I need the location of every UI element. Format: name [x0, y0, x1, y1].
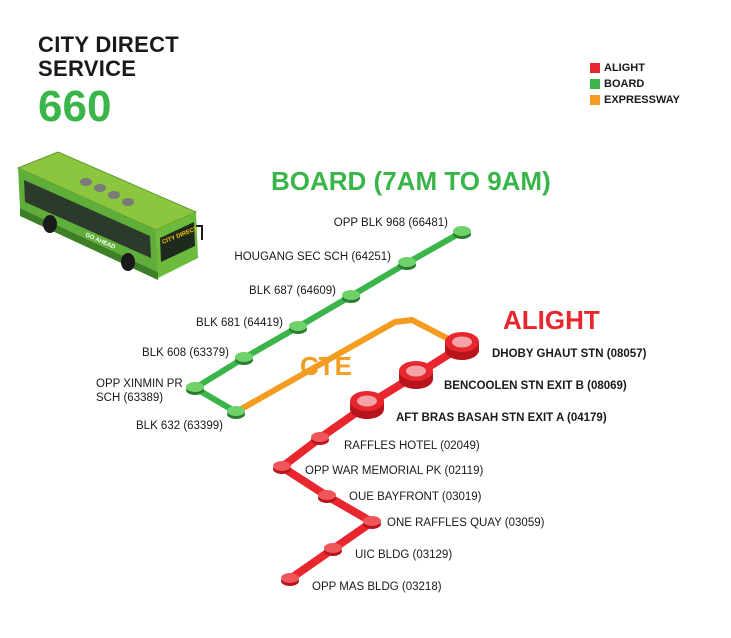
legend-item-alight: ALIGHT: [590, 60, 680, 76]
alight-stop-label: ONE RAFFLES QUAY (03059): [387, 517, 545, 529]
board-stop-label: OPP BLK 968 (66481): [334, 217, 448, 229]
legend-item-expressway: EXPRESSWAY: [590, 92, 680, 108]
expressway-route-line: [233, 317, 465, 415]
legend-label: ALIGHT: [604, 62, 645, 74]
alight-stop-label: OUE BAYFRONT (03019): [349, 491, 482, 503]
legend: ALIGHT BOARD EXPRESSWAY: [590, 60, 680, 108]
alight-stop-label: BENCOOLEN STN EXIT B (08069): [444, 380, 627, 392]
alight-stop-label: UIC BLDG (03129): [355, 549, 452, 561]
alight-heading: ALIGHT: [503, 305, 600, 335]
board-stop-label: OPP XINMIN PR: [96, 378, 183, 390]
legend-label: EXPRESSWAY: [604, 94, 681, 106]
alight-stop-marker: [399, 361, 433, 389]
board-stop-marker: [342, 290, 360, 303]
board-stop-label: BLK 608 (63379): [142, 347, 229, 359]
board-stop-label: BLK 632 (63399): [136, 420, 223, 432]
legend-swatch-board: [590, 79, 600, 89]
alight-stop-marker: [445, 332, 479, 360]
board-stop-label: BLK 681 (64419): [196, 317, 283, 329]
title-line-2: SERVICE: [38, 56, 137, 81]
board-stop-label: SCH (63389): [96, 392, 163, 404]
alight-stop-marker: [324, 543, 342, 556]
legend-swatch-alight: [590, 63, 600, 73]
bus-illustration: CITY DIRECT GO AHEAD: [16, 151, 203, 280]
board-stop-marker: [398, 257, 416, 270]
alight-stop-marker: [311, 432, 329, 445]
title-block: CITY DIRECT SERVICE 660: [38, 33, 179, 131]
board-stop-marker: [289, 321, 307, 334]
legend-swatch-expressway: [590, 95, 600, 105]
alight-stop-marker: [318, 490, 336, 503]
alight-stop-marker: [281, 573, 299, 586]
board-stop-marker: [227, 406, 245, 419]
legend-item-board: BOARD: [590, 76, 680, 92]
legend-label: BOARD: [604, 78, 645, 90]
alight-stop-label: DHOBY GHAUT STN (08057): [492, 348, 647, 360]
board-stop-label: BLK 687 (64609): [249, 285, 336, 297]
alight-stop-label: OPP WAR MEMORIAL PK (02119): [305, 465, 483, 477]
title-line-1: CITY DIRECT: [38, 32, 180, 57]
board-stop-marker: [186, 382, 204, 395]
board-heading: BOARD (7AM TO 9AM): [271, 166, 551, 196]
alight-stop-label: AFT BRAS BASAH STN EXIT A (04179): [396, 412, 607, 424]
alight-stop-marker: [273, 461, 291, 474]
board-stop-marker: [453, 226, 471, 239]
alight-stop-label: OPP MAS BLDG (03218): [312, 581, 442, 593]
board-stop-marker: [235, 352, 253, 365]
alight-stop-marker: [350, 391, 384, 419]
expressway-heading: CTE: [300, 351, 352, 381]
service-number: 660: [38, 82, 112, 131]
alight-stop-marker: [363, 516, 381, 529]
board-stop-label: HOUGANG SEC SCH (64251): [234, 251, 391, 263]
alight-stop-label: RAFFLES HOTEL (02049): [344, 440, 480, 452]
